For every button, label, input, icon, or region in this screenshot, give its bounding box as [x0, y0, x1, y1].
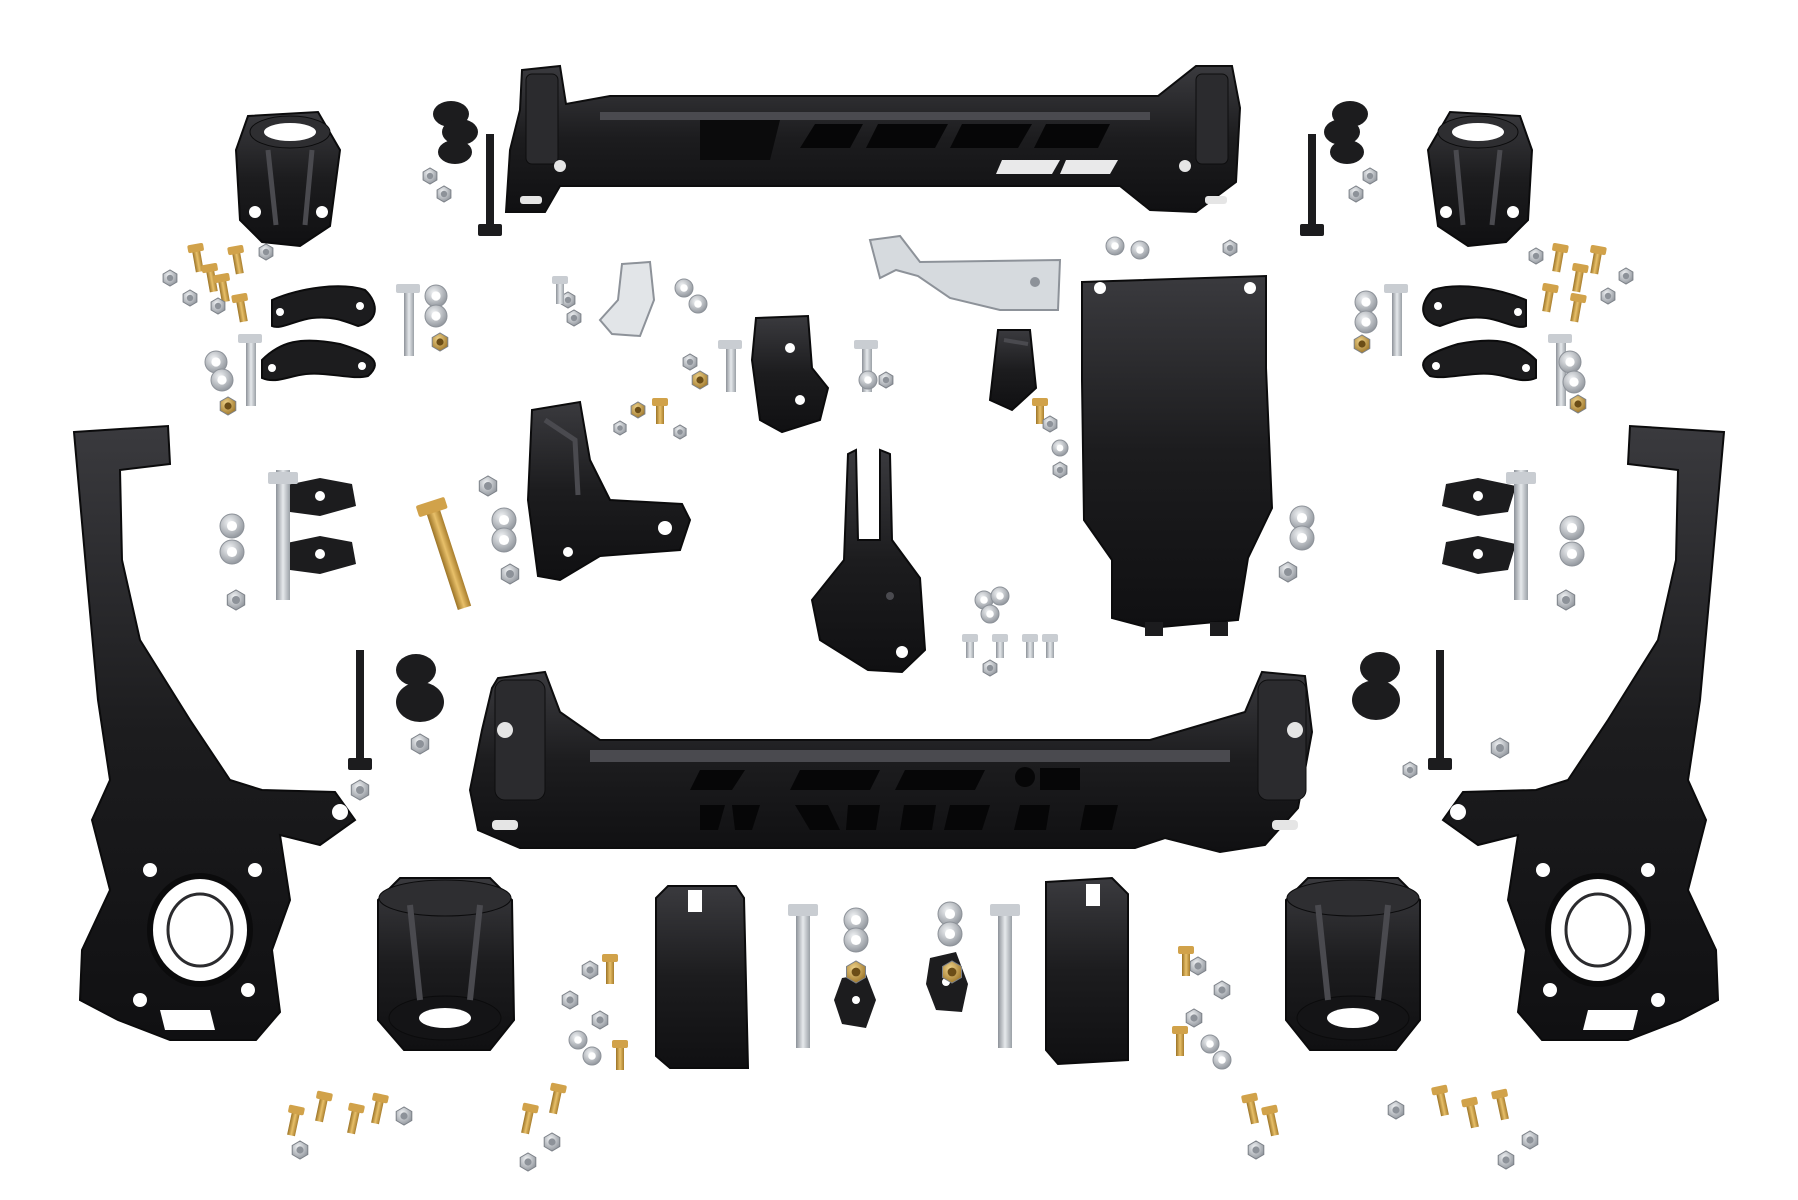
bracket-center-vertical — [810, 448, 927, 674]
strut-spacer-bottom-right — [1285, 877, 1421, 1051]
brass-bolt — [652, 398, 668, 424]
brass-bolt — [1572, 263, 1589, 293]
brass-bolt — [287, 1104, 305, 1137]
long-bolts — [238, 134, 1572, 1048]
brass-bolt — [187, 243, 204, 273]
brass-bolt — [1241, 1092, 1259, 1125]
brass-bolt — [1491, 1088, 1509, 1121]
brass-bolt — [371, 1092, 389, 1125]
brass-bolt — [1542, 283, 1559, 313]
silver-strap — [598, 260, 656, 338]
brass-bolt — [1590, 245, 1607, 275]
brass-bolt — [1570, 293, 1587, 323]
steering-knuckle-left — [72, 424, 357, 1041]
brass-bolt — [213, 273, 230, 303]
skid-plate — [1081, 274, 1274, 636]
hardware-scatter — [162, 167, 1634, 1172]
brake-line-brackets-right — [1442, 478, 1516, 574]
strut-spacer-top-left — [234, 110, 342, 248]
steering-knuckle-right — [1441, 424, 1726, 1041]
shock-extension-plates — [655, 876, 1129, 1069]
brass-bolt — [612, 1040, 628, 1070]
brass-bolt — [201, 263, 218, 293]
bump-stop-spacers — [396, 101, 1400, 722]
brass-bolt — [1032, 398, 1048, 424]
brass-bolt — [1431, 1084, 1449, 1117]
sway-bar-brackets-right — [1422, 285, 1537, 382]
short-bolt — [962, 634, 978, 658]
brake-line-brackets-left — [282, 478, 356, 574]
rear-crossmember — [504, 64, 1242, 214]
brass-bolt — [521, 1102, 539, 1135]
brass-bolt — [549, 1082, 567, 1115]
brass-bolt — [1178, 946, 1194, 976]
brass-bolt — [1172, 1026, 1188, 1056]
silver-bracket — [868, 234, 1062, 311]
short-bolt — [992, 634, 1008, 658]
brass-bolt — [1552, 243, 1569, 273]
bracket-small — [988, 329, 1038, 412]
brass-bolt — [1461, 1096, 1479, 1129]
brass-bolt — [1261, 1104, 1279, 1137]
bracket-drop-center — [750, 314, 830, 434]
brass-bolt — [227, 245, 244, 275]
front-crossmember — [468, 670, 1314, 854]
bracket-differential-drop — [526, 400, 692, 582]
sway-bar-brackets-left — [261, 285, 376, 382]
strut-spacer-bottom-left — [377, 877, 516, 1051]
brass-bolt — [347, 1102, 365, 1135]
brass-bolt — [602, 954, 618, 984]
short-bolt — [552, 276, 568, 304]
short-bolt — [1022, 634, 1038, 658]
strut-spacer-top-right — [1426, 110, 1534, 248]
brass-bolt — [315, 1090, 333, 1123]
short-bolt — [1042, 634, 1058, 658]
crossmember-cutout-letters — [700, 805, 1118, 830]
brass-bolt — [231, 293, 248, 323]
